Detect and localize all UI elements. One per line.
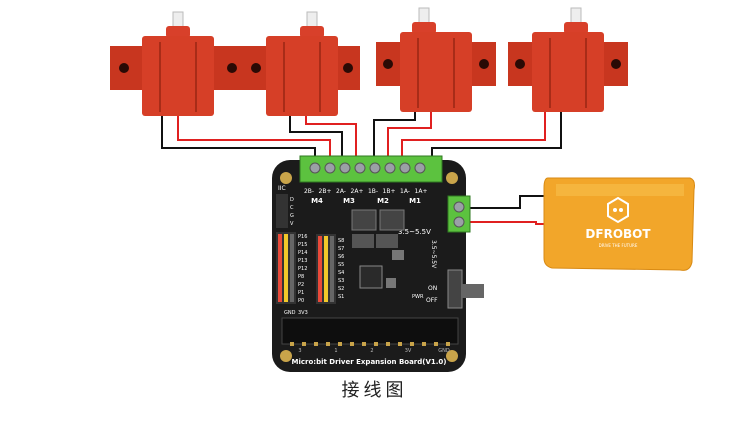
left-pin-label: P14 [298,250,307,256]
servo-pin-label: S3 [338,278,344,284]
voltage-label: 3.5~5.5V [398,228,431,236]
iic-label: IIC [278,185,286,192]
servo-motor-4 [508,7,628,112]
servo-pin-label: S7 [338,246,344,252]
servo-pin-label: S2 [338,286,344,292]
switch-on-label: ON [428,285,437,292]
battery-slogan: DRIVE THE FUTURE [599,243,638,248]
left-pin-label: P15 [298,242,307,248]
iic-pin-label: C [290,205,294,211]
dfrobot-logo-icon [607,196,629,224]
terminal-pin-label: 1A+ [415,188,428,195]
left-pin-label: P8 [298,274,304,280]
edge-connector-fingers [290,342,450,346]
left-pin-label: P13 [298,258,307,264]
terminal-pin-label: 2B- [304,188,314,195]
battery-pack: DFROBOT DRIVE THE FUTURE [543,177,695,271]
motor-port-label: M2 [377,197,389,205]
terminal-screws [309,162,426,174]
servo-pin-label: S4 [338,270,344,276]
motor-wires [161,104,562,160]
servo-pin-label: S8 [338,238,344,244]
terminal-pin-label: 1A- [400,188,410,195]
left-pin-label: P12 [298,266,307,272]
motor-port-label: M1 [409,197,421,205]
servo-motor-2 [244,11,360,116]
left-pin-label: P1 [298,290,304,296]
battery-wires [468,195,556,225]
terminal-pin-label: 2A- [336,188,346,195]
edge-label: GND [438,348,450,354]
edge-label: 3 [298,348,301,354]
expansion-board: 2B- 2B+ 2A- 2A+ 1B- 1B+ 1A- 1A+ M4 M3 M2… [272,155,484,372]
left-pin-colors [278,234,294,302]
board-name: Micro:bit Driver Expansion Board(V1.0) [292,358,447,366]
terminal-pin-label: 1B+ [383,188,396,195]
left-pin-label: P0 [298,298,304,304]
motor-port-label: M3 [343,197,355,205]
diagram-caption: 接线图 [341,380,408,401]
terminal-pin-label: 2A+ [351,188,364,195]
servo-motor-1 [110,11,246,116]
servo-pin-label: S6 [338,254,344,260]
iic-pin-label: D [290,197,294,203]
servo-motor-3 [376,7,496,112]
battery-brand: DFROBOT [585,227,651,241]
edge-label: 3V [405,348,412,354]
bottom-pin-label: 3V3 [298,310,308,316]
edge-label: 1 [334,348,337,354]
terminal-pin-label: 2B+ [319,188,332,195]
voltage-label-vertical: 3.5~5.5V [430,240,437,269]
pwr-label: PWR [412,294,424,300]
bottom-pin-label: GND [284,310,296,316]
servo-pin-label: S5 [338,262,344,268]
switch-off-label: OFF [426,297,438,304]
edge-label: 2 [370,348,373,354]
iic-pin-label: V [290,221,294,227]
servo-pin-label: S1 [338,294,344,300]
motor-port-label: M4 [311,197,323,205]
left-pin-label: P2 [298,282,304,288]
terminal-pin-label: 1B- [368,188,378,195]
iic-pin-label: G [290,213,294,219]
left-pin-label: P16 [298,234,307,240]
